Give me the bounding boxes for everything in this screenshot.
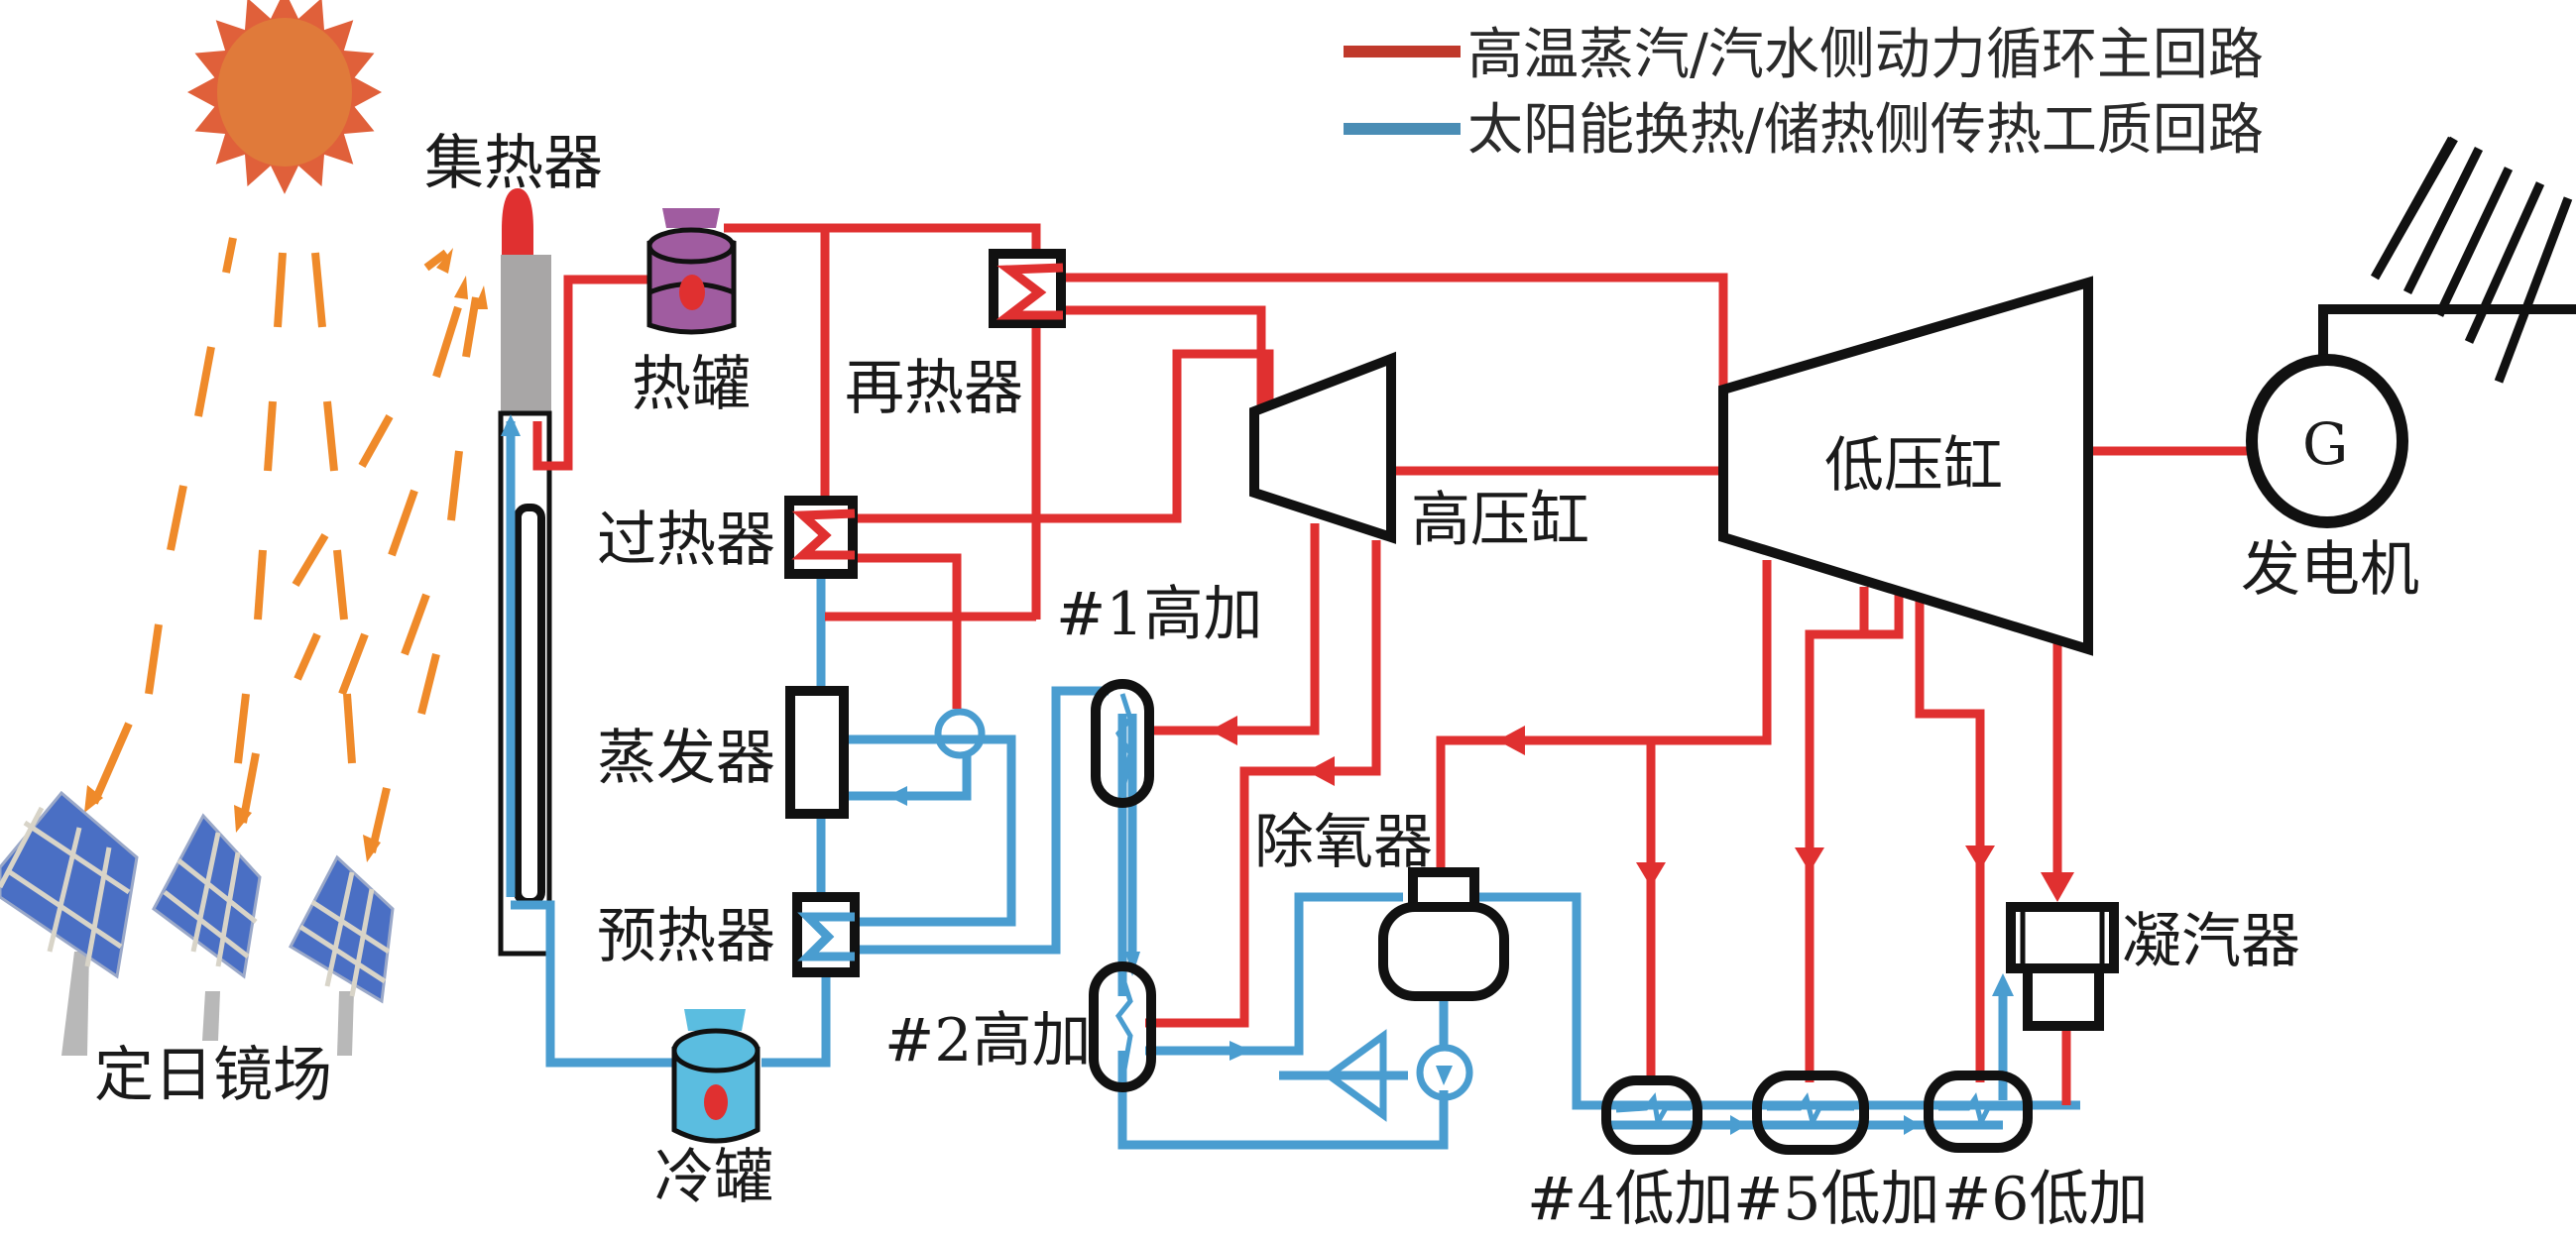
label-cold-tank: 冷罐 xyxy=(654,1143,773,1212)
heliostat-icon xyxy=(289,854,395,1056)
hot-tank-icon: 热罐 xyxy=(632,208,751,419)
generator-symbol: G xyxy=(2302,410,2348,478)
generator: G 发电机 xyxy=(2241,136,2576,605)
legend-label-htf: 太阳能换热/储热侧传热工质回路 xyxy=(1467,98,2264,163)
solar-rays xyxy=(84,237,488,862)
deaerator: 除氧器 xyxy=(1254,808,1509,1001)
label-lp-turbine: 低压缸 xyxy=(1824,431,2003,501)
hp-turbine: 高压缸 xyxy=(1249,351,1589,555)
legend: 高温蒸汽/汽水侧动力循环主回路 太阳能换热/储热侧传热工质回路 xyxy=(1344,23,2264,163)
label-lp-heater-5: #5低加 xyxy=(1733,1165,1939,1234)
label-reheater: 再热器 xyxy=(845,354,1023,423)
label-hp-turbine: 高压缸 xyxy=(1411,486,1589,555)
lp-heater-6: #6低加 xyxy=(1924,1071,2148,1234)
lp-turbine: 低压缸 xyxy=(1718,276,2093,656)
heliostat-field: 定日镜场 xyxy=(0,790,395,1110)
label-deaerator: 除氧器 xyxy=(1254,808,1433,877)
label-collector: 集热器 xyxy=(424,129,603,198)
label-superheater: 过热器 xyxy=(597,506,775,575)
reheater: 再热器 xyxy=(845,249,1066,423)
label-preheater: 预热器 xyxy=(597,902,775,971)
label-hot-tank: 热罐 xyxy=(632,350,751,419)
label-lp-heater-4: #4低加 xyxy=(1527,1165,1733,1234)
hp-heater-2: #2高加 xyxy=(884,961,1156,1092)
hp-heater-1: #1高加 xyxy=(1056,580,1262,808)
heliostat-icon xyxy=(152,813,262,1041)
legend-label-steam: 高温蒸汽/汽水侧动力循环主回路 xyxy=(1467,23,2264,87)
label-generator: 发电机 xyxy=(2241,535,2419,605)
heliostat-icon xyxy=(0,790,139,1056)
htf-loop xyxy=(501,414,2080,1150)
cold-tank-icon: 冷罐 xyxy=(654,1009,773,1212)
label-lp-heater-6: #6低加 xyxy=(1941,1165,2148,1234)
label-heliostat-field: 定日镜场 xyxy=(94,1041,332,1110)
preheater: 预热器 xyxy=(597,892,860,977)
lp-heater-5: #5低加 xyxy=(1733,1071,1939,1234)
sun-icon xyxy=(187,0,382,194)
steam-loop xyxy=(532,223,2249,1105)
evaporator: 蒸发器 xyxy=(597,686,849,819)
condenser: 凝汽器 xyxy=(2006,902,2300,1031)
legend-swatch-steam xyxy=(1344,46,1461,57)
lp-heater-4: #4低加 xyxy=(1527,1075,1733,1234)
label-hp-heater-2: #2高加 xyxy=(884,1006,1091,1075)
label-hp-heater-1: #1高加 xyxy=(1056,580,1262,649)
label-condenser: 凝汽器 xyxy=(2122,907,2300,976)
legend-swatch-htf xyxy=(1344,123,1461,135)
label-evaporator: 蒸发器 xyxy=(597,724,775,793)
superheater: 过热器 xyxy=(597,496,858,579)
